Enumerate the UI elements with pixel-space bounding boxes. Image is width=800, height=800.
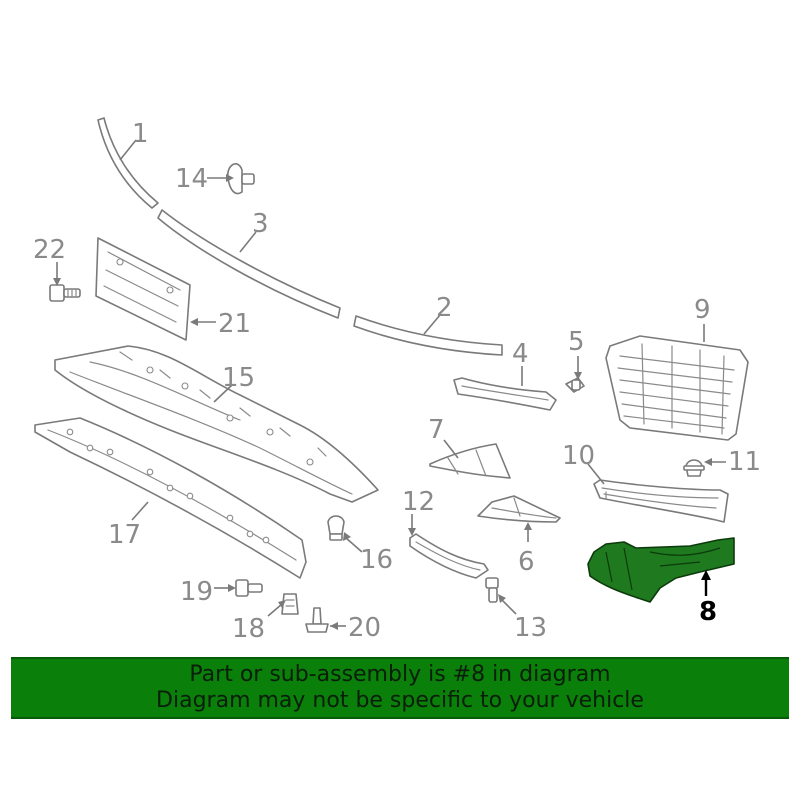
- leader-7: [443, 439, 459, 459]
- banner-line-2: Diagram may not be specific to your vehi…: [156, 688, 644, 713]
- arrow-14: [226, 174, 234, 182]
- callout-2: 2: [436, 293, 453, 323]
- leader-15: [213, 384, 233, 403]
- callout-4: 4: [512, 339, 529, 369]
- arrow-13: [498, 594, 506, 603]
- part-2-molding: [353, 315, 503, 356]
- arrow-8: [701, 570, 711, 580]
- arrow-6: [524, 522, 532, 530]
- callout-6: 6: [518, 547, 535, 577]
- part-21-license-bracket: [95, 237, 191, 341]
- part-10-lower-trim: [593, 479, 729, 523]
- callout-17: 17: [108, 520, 141, 550]
- part-14-clip: [227, 163, 255, 195]
- callout-15: 15: [222, 363, 255, 393]
- arrow-19: [228, 584, 236, 592]
- part-8-air-deflector: [587, 537, 735, 603]
- arrow-5: [574, 372, 582, 380]
- arrow-21: [190, 318, 198, 326]
- part-7-bracket: [429, 443, 511, 479]
- callout-11: 11: [728, 447, 761, 477]
- leader-10: [587, 463, 605, 485]
- callout-22: 22: [33, 235, 66, 265]
- part-17-deflector: [34, 417, 307, 579]
- part-16-clip: [327, 515, 345, 541]
- part-5-screw: [565, 377, 585, 393]
- leader-1: [119, 139, 137, 161]
- callout-13: 13: [514, 613, 547, 643]
- banner-line-1: Part or sub-assembly is #8 in diagram: [189, 662, 611, 687]
- arrow-22: [53, 278, 61, 286]
- leader-17: [131, 501, 149, 521]
- part-12-trim: [409, 533, 489, 579]
- leader-2: [423, 314, 441, 335]
- callout-14: 14: [175, 164, 208, 194]
- callout-7: 7: [428, 415, 445, 445]
- callout-19: 19: [180, 577, 213, 607]
- part-15-lower-cover: [54, 345, 379, 503]
- callout-5: 5: [568, 327, 585, 357]
- arrow-18: [278, 600, 286, 608]
- part-22-bolt: [49, 284, 81, 302]
- part-19-bolt: [235, 579, 263, 597]
- callout-12: 12: [402, 487, 435, 517]
- callout-20: 20: [348, 613, 381, 643]
- info-banner: Part or sub-assembly is #8 in diagram Di…: [11, 657, 789, 719]
- arrow-16: [343, 532, 351, 541]
- callout-18: 18: [232, 614, 265, 644]
- leader-16: [345, 537, 363, 553]
- leader-3: [239, 231, 257, 253]
- callout-16: 16: [360, 545, 393, 575]
- part-3-molding: [157, 209, 341, 319]
- part-4-trim: [453, 377, 557, 411]
- leader-18: [267, 603, 283, 617]
- callout-21: 21: [218, 309, 251, 339]
- part-11-clip: [683, 459, 705, 477]
- part-1-molding: [97, 117, 159, 209]
- part-9-grille: [605, 335, 749, 441]
- part-6-bracket: [477, 495, 561, 523]
- callout-10: 10: [562, 441, 595, 471]
- callout-9: 9: [694, 295, 711, 325]
- arrow-20: [330, 622, 338, 630]
- arrow-12: [408, 528, 416, 536]
- part-20-push-pin: [305, 607, 329, 633]
- part-18-nut-clip: [281, 593, 299, 615]
- callout-1: 1: [132, 119, 149, 149]
- part-13-bolt: [485, 577, 499, 603]
- arrow-11: [704, 458, 712, 466]
- callout-8: 8: [699, 597, 717, 627]
- callout-3: 3: [252, 209, 269, 239]
